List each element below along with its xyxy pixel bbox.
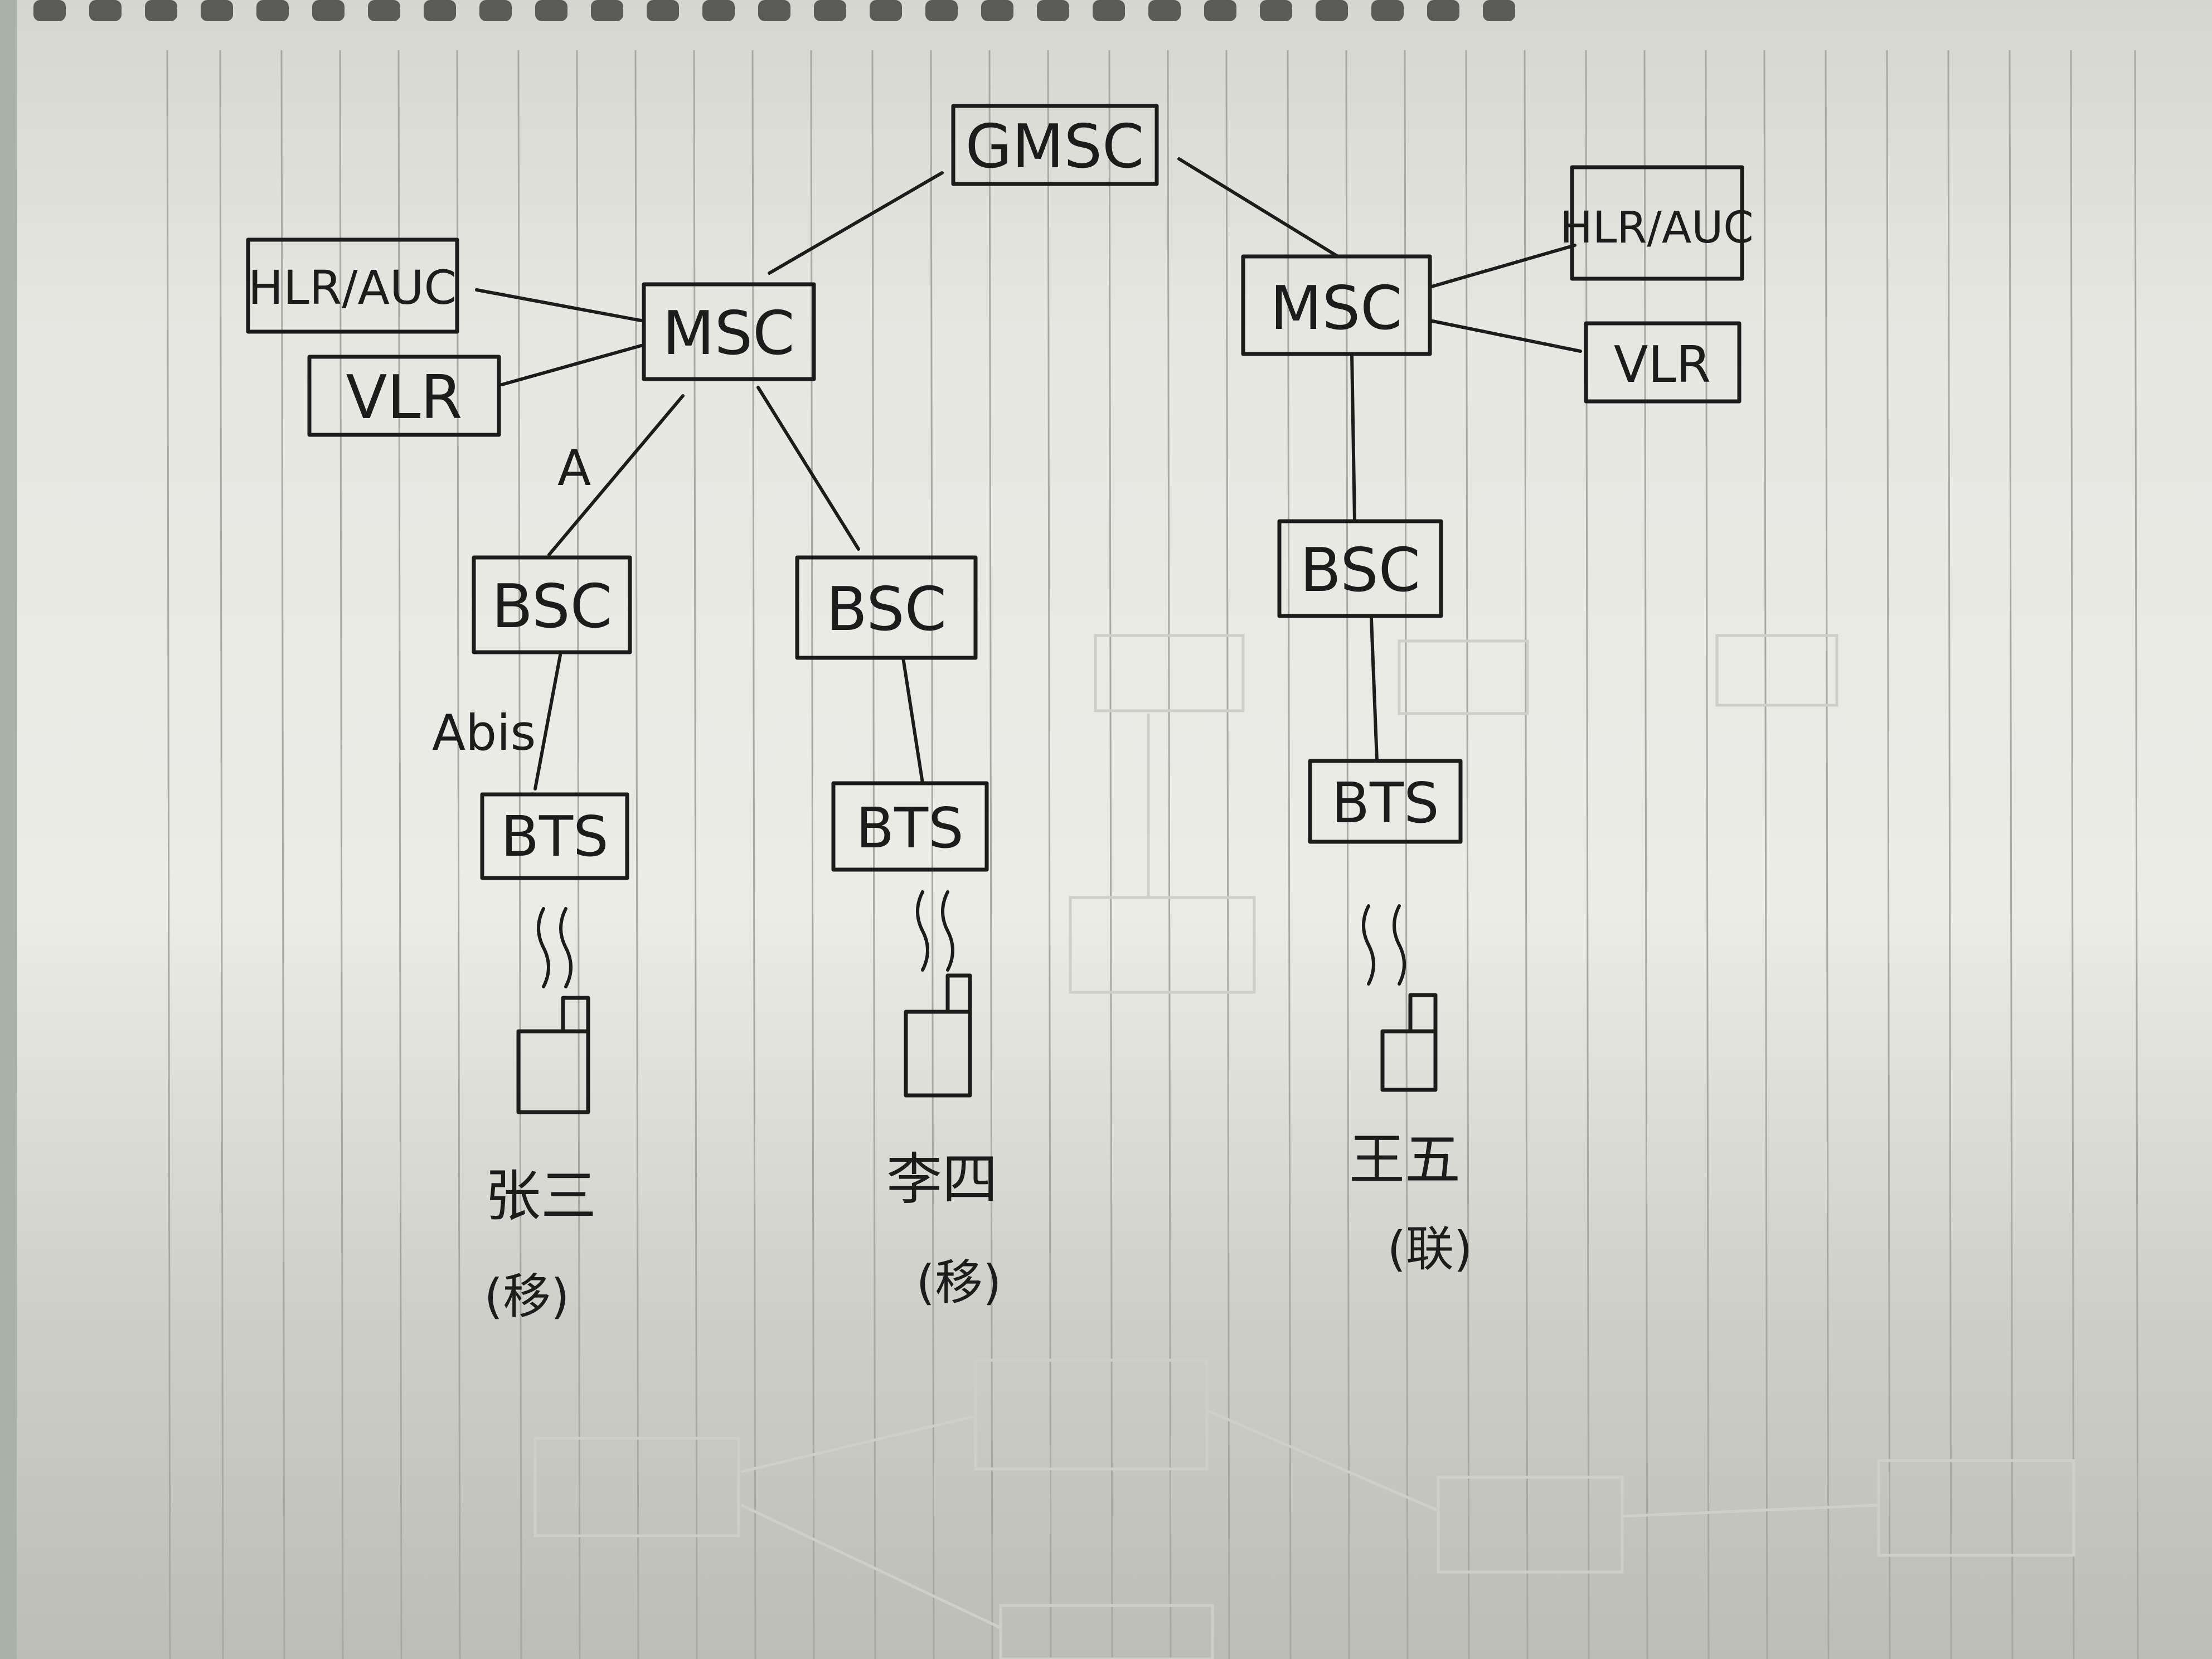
- vlr-left-box: [307, 355, 501, 437]
- abis-interface-label: Abis: [432, 704, 536, 761]
- gmsc-label: GMSC: [966, 112, 1144, 182]
- link-msc-right-bsc3: [1350, 352, 1356, 523]
- phones: [516, 973, 1438, 1114]
- msc-left-label: MSC: [662, 299, 794, 368]
- bts3-box: [1308, 759, 1463, 844]
- user-1-carrier: (移): [484, 1269, 569, 1325]
- page-edge: [0, 0, 17, 1659]
- bsc1-label: BSC: [492, 572, 612, 642]
- vlr-right-label: VLR: [1614, 336, 1711, 394]
- ruled-lines: [166, 50, 2139, 1659]
- bts2-label: BTS: [856, 795, 963, 861]
- link-msc-right-hlr: [1428, 244, 1576, 289]
- link-msc-left-bsc2: [756, 386, 860, 551]
- user-1-name: 张三: [485, 1163, 596, 1229]
- hlr-left-box: [246, 237, 459, 334]
- bts3-label: BTS: [1331, 770, 1439, 836]
- bts2-box: [831, 781, 989, 872]
- link-msc-left-bsc1: [547, 394, 685, 556]
- radio-wave-icon-1: [537, 907, 550, 988]
- phone-icon-2: [904, 973, 972, 1098]
- bsc2-box: [795, 555, 978, 660]
- bsc2-label: BSC: [826, 575, 947, 644]
- link-vlr-left-msc: [500, 344, 643, 386]
- link-gmsc-msc-right: [1177, 157, 1340, 258]
- link-bsc3-bts3: [1370, 617, 1379, 763]
- hlr-right-box: [1570, 165, 1744, 281]
- vlr-left-label: VLR: [346, 363, 462, 433]
- gmsc-box: [951, 104, 1159, 186]
- user-2-name: 李四: [886, 1147, 998, 1212]
- interface-labels: A Abis: [432, 439, 591, 761]
- radio-waves: [537, 890, 1406, 988]
- phone-icon-3: [1380, 993, 1438, 1092]
- connections: [475, 157, 1582, 790]
- hlr-left-label: HLR/AUC: [248, 260, 457, 315]
- msc-right-label: MSC: [1270, 274, 1402, 343]
- node-labels: GMSC MSC MSC HLR/AUC VLR HLR/AUC VLR BSC…: [248, 112, 1754, 869]
- bsc3-box: [1277, 519, 1443, 618]
- hlr-right-label: HLR/AUC: [1560, 203, 1754, 253]
- link-bsc1-bts1: [533, 653, 562, 790]
- radio-wave-icon-3: [1362, 904, 1375, 986]
- link-gmsc-msc-left: [768, 171, 944, 275]
- radio-wave-icon-2: [916, 890, 929, 972]
- bsc3-label: BSC: [1300, 536, 1420, 605]
- show-through: [533, 634, 2075, 1659]
- link-hlr-left-msc: [475, 288, 643, 322]
- bts1-label: BTS: [501, 804, 608, 869]
- user-3-carrier: (联): [1387, 1221, 1472, 1277]
- bts1-box: [480, 792, 629, 880]
- a-interface-label: A: [557, 439, 591, 497]
- msc-right-box: [1241, 254, 1432, 356]
- node-boxes: [246, 104, 1744, 880]
- binding-holes: [33, 0, 1515, 21]
- bsc1-box: [472, 555, 632, 654]
- phone-icon-1: [516, 996, 590, 1114]
- link-msc-right-vlr: [1428, 319, 1582, 353]
- user-3-name: 王五: [1349, 1127, 1461, 1192]
- link-bsc2-bts2: [901, 656, 924, 785]
- user-2-carrier: (移): [916, 1255, 1001, 1311]
- msc-left-box: [642, 282, 816, 381]
- subscriber-labels: 张三 (移) 李四 (移) 王五 (联): [484, 1127, 1472, 1325]
- vlr-right-box: [1584, 321, 1742, 404]
